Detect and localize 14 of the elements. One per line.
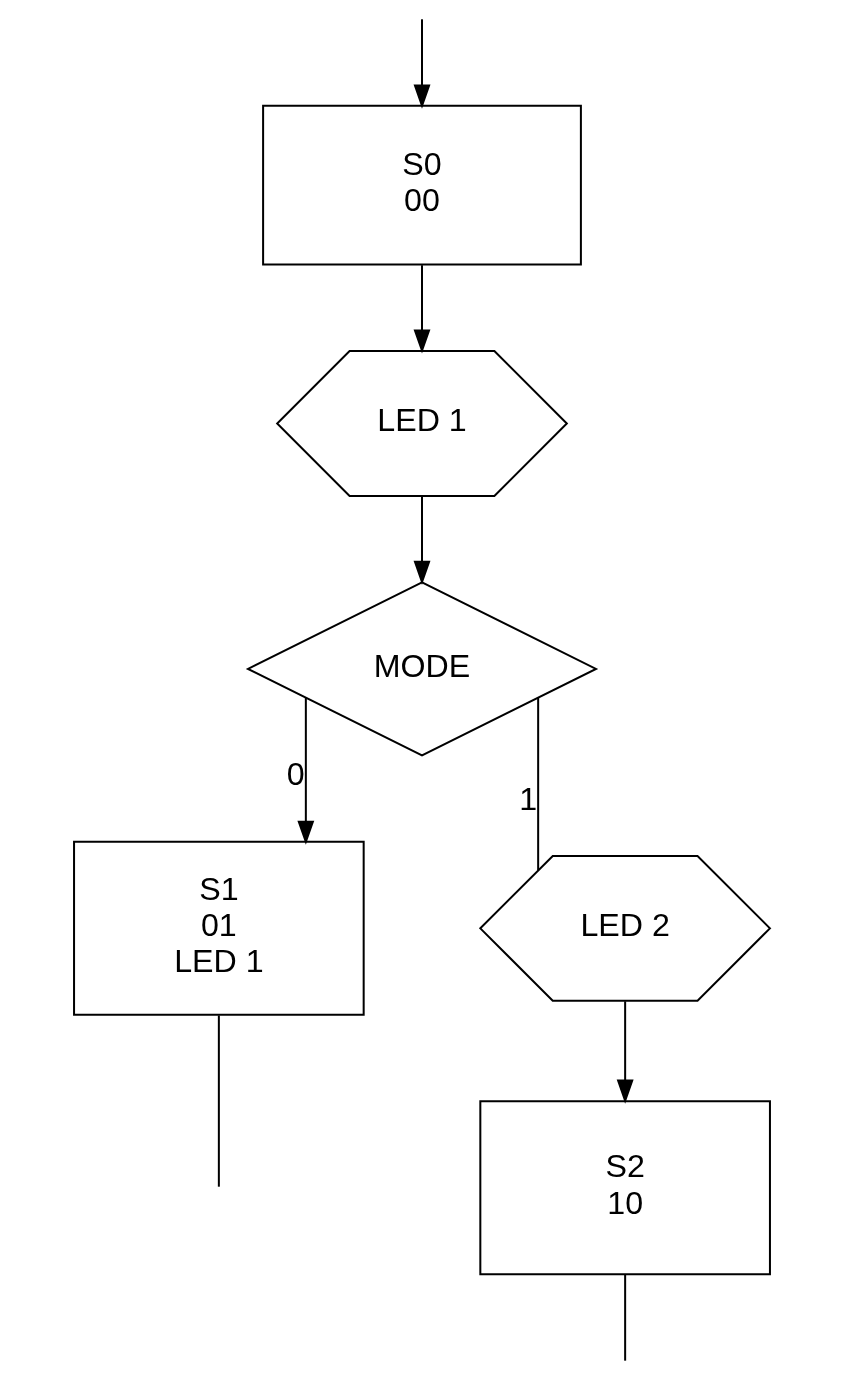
arrow xyxy=(297,697,315,845)
arrow xyxy=(413,495,431,585)
node-box: S0 00 xyxy=(262,104,582,266)
arrow xyxy=(616,1000,634,1104)
node-diamond: MODE xyxy=(245,580,599,756)
arrow xyxy=(413,264,431,354)
node-box: S2 10 xyxy=(479,1099,771,1275)
arrow xyxy=(413,18,431,109)
edge-label: 0 xyxy=(286,755,305,792)
edge-label: 1 xyxy=(519,780,538,817)
connector xyxy=(217,1014,220,1187)
node-box: S1 01 LED 1 xyxy=(73,840,365,1016)
connector xyxy=(537,697,540,870)
connector xyxy=(624,1274,627,1361)
